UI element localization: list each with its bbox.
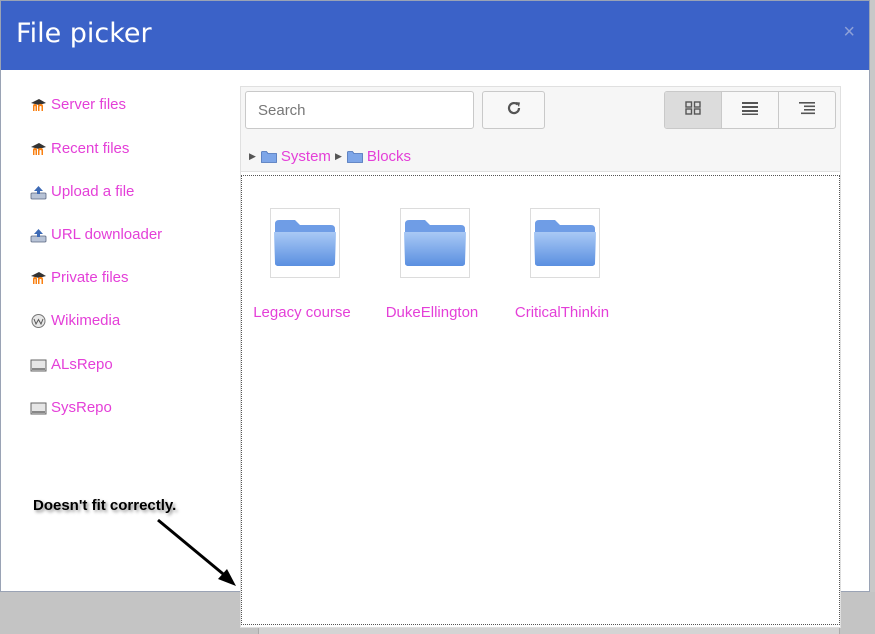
wikimedia-icon: [30, 313, 47, 329]
annotation-arrow-icon: [157, 518, 236, 586]
moodle-icon: [30, 270, 47, 286]
icons-view-icon: [685, 100, 701, 120]
upload-icon: [30, 227, 47, 243]
repo-icon: [30, 357, 47, 373]
tree-view-button[interactable]: [779, 92, 835, 128]
repo-upload-a-file[interactable]: Upload a file: [30, 183, 134, 200]
dialog-title: File picker: [16, 18, 152, 49]
repo-private-files[interactable]: Private files: [30, 269, 129, 286]
folder-icon: [261, 151, 277, 163]
repo-label: URL downloader: [51, 226, 163, 243]
folder-icon: [404, 220, 466, 266]
repo-server-files[interactable]: Server files: [30, 96, 126, 113]
list-view-button[interactable]: [722, 92, 779, 128]
repo-alsrepo[interactable]: ALsRepo: [30, 356, 113, 373]
folder-label: DukeEllington: [385, 304, 479, 321]
repo-label: SysRepo: [51, 399, 112, 416]
tree-view-icon: [799, 101, 815, 120]
repo-label: Recent files: [51, 140, 130, 157]
search-input[interactable]: [245, 91, 474, 129]
upload-icon: [30, 184, 47, 200]
breadcrumb: ▶ System ▶ Blocks: [249, 148, 415, 165]
repo-label: ALsRepo: [51, 356, 113, 373]
repo-label: Server files: [51, 96, 127, 113]
breadcrumb-label: System: [280, 148, 331, 165]
breadcrumb-item-blocks[interactable]: Blocks: [346, 148, 412, 165]
folder-label: CriticalThinkin: [514, 304, 610, 321]
repo-label: Private files: [51, 269, 129, 286]
folder-thumbnail: [400, 208, 470, 278]
repo-url-downloader[interactable]: URL downloader: [30, 226, 162, 243]
view-switcher: [664, 91, 836, 129]
folder-icon: [346, 151, 363, 163]
annotation-note: Doesn't fit correctly.: [33, 497, 177, 514]
refresh-icon: [505, 99, 523, 122]
repo-label: Upload a file: [51, 183, 135, 200]
breadcrumb-arrow-icon: ▶: [249, 151, 256, 161]
repo-recent-files[interactable]: Recent files: [30, 140, 129, 157]
repo-wikimedia[interactable]: Wikimedia: [30, 312, 120, 329]
breadcrumb-item-system[interactable]: System: [261, 148, 331, 165]
close-icon[interactable]: ×: [843, 21, 855, 43]
repo-sysrepo[interactable]: SysRepo: [30, 399, 112, 416]
breadcrumb-arrow-icon: ▶: [334, 151, 342, 161]
icons-view-button[interactable]: [665, 92, 722, 128]
list-view-icon: [742, 101, 758, 120]
folder-thumbnail: [530, 208, 600, 278]
breadcrumb-label: Blocks: [366, 148, 412, 165]
moodle-icon: [30, 141, 47, 157]
folder-icon: [274, 220, 336, 266]
repo-icon: [30, 400, 47, 416]
dialog-header: File picker ×: [1, 1, 869, 70]
refresh-button[interactable]: [482, 91, 545, 129]
moodle-icon: [30, 97, 47, 113]
folder-label: Legacy course: [253, 304, 351, 321]
folder-thumbnail: [270, 208, 340, 278]
folder-icon: [534, 220, 596, 266]
repo-label: Wikimedia: [51, 312, 121, 329]
